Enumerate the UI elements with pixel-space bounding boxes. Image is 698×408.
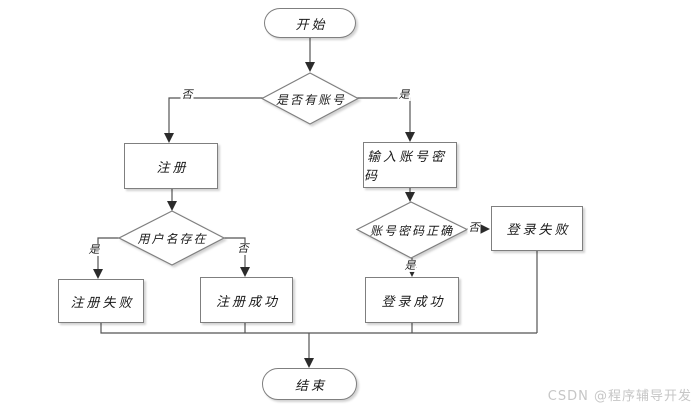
start-terminal: 开始 [264, 8, 356, 38]
edge-label-credentials-correct-yes: 是 [403, 258, 417, 273]
decision-diamond-credentials-correct [355, 201, 469, 259]
csdn-watermark: CSDN @程序辅导开发 [547, 389, 692, 404]
arrowhead-icon [167, 201, 177, 211]
register-success-process-label: 注册成功 [215, 294, 280, 310]
edge-label-has-account-no: 否 [180, 87, 194, 102]
login-success-process: 登录成功 [365, 277, 459, 323]
input-credentials-process-label: 输入账号密码 [364, 150, 448, 184]
register-success-process: 注册成功 [200, 277, 293, 323]
arrowhead-icon [240, 267, 250, 277]
edge-label-username-exists-no: 否 [236, 241, 250, 256]
register-fail-process-label: 注册失败 [70, 295, 135, 311]
register-fail-process: 注册失败 [58, 279, 144, 323]
end-terminal: 结束 [262, 368, 357, 400]
start-terminal-label: 开始 [295, 17, 328, 33]
edge-decision-yes-to-input [357, 97, 411, 133]
arrowhead-icon [480, 224, 490, 234]
edge-merge-to-end [100, 251, 538, 359]
input-credentials-process: 输入账号密码 [363, 142, 457, 188]
edge-label-username-exists-yes: 是 [87, 242, 101, 257]
login-fail-process-label: 登录失败 [506, 223, 571, 238]
arrowhead-icon [304, 358, 314, 368]
arrowhead-icon [405, 132, 415, 142]
connector-lines [97, 38, 538, 359]
register-process: 注册 [124, 143, 218, 189]
decision-diamond-has-account [260, 72, 360, 125]
login-fail-process: 登录失败 [491, 206, 583, 251]
edge-label-has-account-yes: 是 [397, 87, 411, 102]
edge-decision-no-to-register [168, 97, 263, 134]
decision-diamonds [117, 72, 469, 266]
arrowhead-icon [305, 62, 315, 72]
arrowheads [93, 62, 490, 368]
edge-exists-yes-to-fail [97, 237, 119, 270]
arrowhead-icon [405, 192, 415, 202]
decision-diamond-username-exists [117, 210, 226, 266]
register-process-label: 注册 [156, 160, 189, 176]
end-terminal-label: 结束 [294, 378, 327, 394]
login-success-process-label: 登录成功 [381, 294, 446, 310]
arrowhead-icon [93, 269, 103, 279]
edge-label-credentials-correct-no: 否 [467, 220, 481, 235]
arrowhead-icon [164, 133, 174, 143]
edge-exists-no-to-success [224, 237, 246, 268]
